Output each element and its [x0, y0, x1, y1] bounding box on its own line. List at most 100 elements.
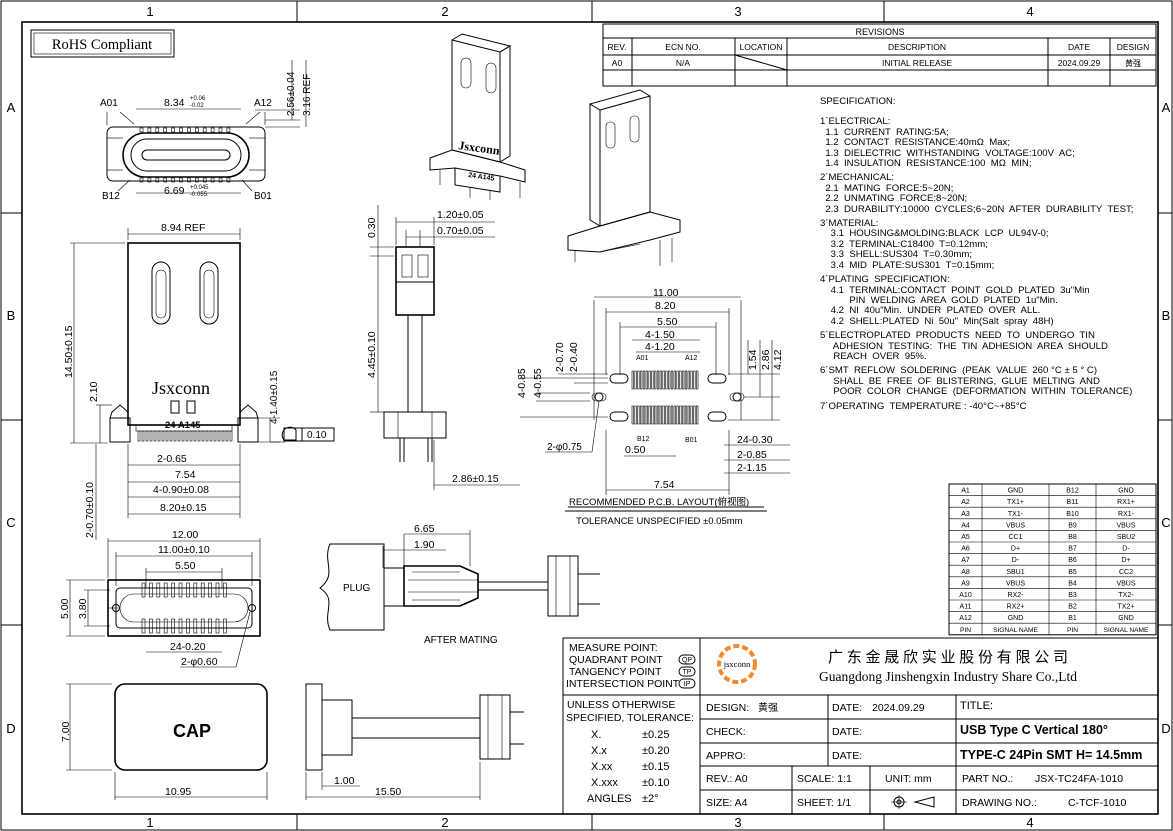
- cap-d1: 7.00: [60, 721, 72, 742]
- contact-stripe: [156, 618, 161, 634]
- pin-cell: A2: [961, 499, 970, 506]
- mating-d1: 6.65: [414, 523, 435, 535]
- contact-stripe: [195, 177, 199, 183]
- col-label-2-bottom: 2: [441, 815, 448, 830]
- row-label-b: B: [7, 308, 16, 323]
- contact-stripe: [687, 405, 690, 425]
- date-value: 2024.09.29: [872, 702, 925, 714]
- pcb-d17: 2-φ0.75: [547, 442, 582, 453]
- rev-row-description: INITIAL RELEASE: [882, 58, 952, 68]
- pin-cell: D-: [1012, 557, 1020, 564]
- tol-label: X.: [591, 729, 601, 741]
- side-d4: 4.45±0.10: [366, 331, 378, 378]
- front-height: 14.50±0.15: [63, 325, 75, 378]
- spec-line: 4´PLATING SPECIFICATION:: [820, 274, 950, 286]
- pcb-d3: 5.50: [657, 316, 678, 328]
- contact-stripe: [149, 618, 153, 634]
- pcb-d15: 2-1.15: [737, 462, 767, 474]
- pcb-d14: 2-0.85: [737, 449, 767, 461]
- spec-line: 1.3 DIELECTRIC WITHSTANDING VOLTAGE:100V…: [820, 147, 1075, 159]
- contact-stripe: [684, 370, 688, 390]
- top-w1-up: +0.06: [190, 96, 206, 102]
- pin-cell: RX1+: [1117, 499, 1135, 506]
- tolerance-rows: X.±0.25X.x±0.20X.xx±0.15X.xxx±0.10ANGLES…: [587, 729, 669, 805]
- contact-stripe: [670, 370, 674, 390]
- top-h1: 2.56±0.04: [286, 71, 297, 116]
- pcb-caption: RECOMMENDED P.C.B. LAYOUT(俯视图): [569, 496, 749, 508]
- pin-cell: CC2: [1119, 569, 1133, 576]
- rev-row-ecn: N/A: [676, 58, 691, 68]
- spec-line: 2.1 MATING FORCE:5~20N;: [820, 182, 954, 194]
- spec-line: 5´ELECTROPLATED PRODUCTS NEED TO UNDERGO…: [820, 330, 1095, 342]
- pcb-d7: 2-0.40: [568, 342, 580, 372]
- contact-stripe: [217, 430, 221, 442]
- contact-stripe: [659, 370, 662, 390]
- contact-stripe: [205, 430, 209, 442]
- title-line-2: TYPE-C 24Pin SMT H= 14.5mm: [960, 748, 1142, 762]
- pin-cell: B7: [1068, 546, 1077, 553]
- pin-cell: GND: [1118, 488, 1134, 495]
- contact-stripe: [670, 405, 674, 425]
- rev-row-design: 黄强: [1125, 58, 1141, 68]
- tol-label: X.xx: [591, 761, 613, 773]
- contact-stripe: [654, 370, 657, 390]
- contact-stripe: [654, 405, 657, 425]
- contact-stripe: [137, 430, 141, 442]
- tol-value: ±0.10: [642, 777, 669, 789]
- contact-stripe: [161, 430, 165, 442]
- mating-plug: PLUG: [343, 583, 370, 594]
- date-label-3: DATE:: [832, 750, 862, 762]
- top-a12: A12: [254, 98, 272, 109]
- contact-stripe: [171, 177, 175, 183]
- cap-d3: 1.00: [334, 775, 355, 787]
- spec-line: 1´ELECTRICAL:: [820, 116, 891, 128]
- contact-stripe: [153, 430, 157, 442]
- contact-stripe: [645, 405, 648, 425]
- contact-stripe: [187, 177, 191, 183]
- rev-header-location: LOCATION: [740, 42, 783, 52]
- contact-stripe: [171, 127, 175, 133]
- col-label-3-bottom: 3: [734, 815, 741, 830]
- top-view: [106, 60, 307, 194]
- rev-header-rev: REV.: [607, 42, 626, 52]
- contact-stripe: [648, 405, 651, 425]
- front-d3: 4-0.90±0.08: [153, 484, 209, 496]
- contact-stripe: [682, 405, 685, 425]
- spec-line: SHALL BE FREE OF BLISTERING, GLUE MELTIN…: [820, 375, 1100, 387]
- pin-cell: B12: [1066, 488, 1079, 495]
- contact-stripe: [651, 370, 654, 390]
- contact-stripe: [139, 177, 144, 183]
- front-side: 4-1.40±0.15: [269, 370, 280, 424]
- unit-label: UNIT: mm: [885, 773, 932, 785]
- contact-stripe: [631, 370, 634, 390]
- pin-cell: B10: [1066, 511, 1079, 518]
- front-d5: 2-0.70±0.10: [84, 482, 96, 538]
- contact-stripe: [209, 430, 213, 442]
- top-w2: 6.69: [164, 185, 185, 197]
- pin-cell: CC1: [1008, 534, 1022, 541]
- spec-line: ADHESION TESTING: THE TIN ADHESION AREA …: [820, 340, 1108, 352]
- contact-stripe: [696, 370, 699, 390]
- spec-heading: SPECIFICATION:: [820, 96, 896, 107]
- contact-stripe: [631, 405, 634, 425]
- contact-stripe: [181, 430, 185, 442]
- contact-stripe: [642, 405, 646, 425]
- contact-stripe: [665, 405, 668, 425]
- pcb-a01: A01: [636, 355, 649, 362]
- contact-stripe: [651, 405, 654, 425]
- design-label: DESIGN:: [706, 702, 749, 714]
- pin-cell: D+: [1011, 546, 1020, 553]
- pcb-tolerance: TOLERANCE UNSPECIFIED ±0.05mm: [576, 516, 743, 527]
- contact-stripe: [690, 370, 693, 390]
- pin-cell: VBUS: [1116, 522, 1135, 529]
- bottom-d6: 24-0.20: [170, 641, 206, 653]
- contact-stripe: [673, 405, 676, 425]
- tol-value: ±0.20: [642, 745, 669, 757]
- contact-stripe: [684, 405, 688, 425]
- side-d1: 1.20±0.05: [437, 209, 484, 221]
- contact-stripe: [177, 430, 181, 442]
- pcb-d6: 2-0.70: [554, 342, 566, 372]
- cap-label: CAP: [173, 721, 211, 741]
